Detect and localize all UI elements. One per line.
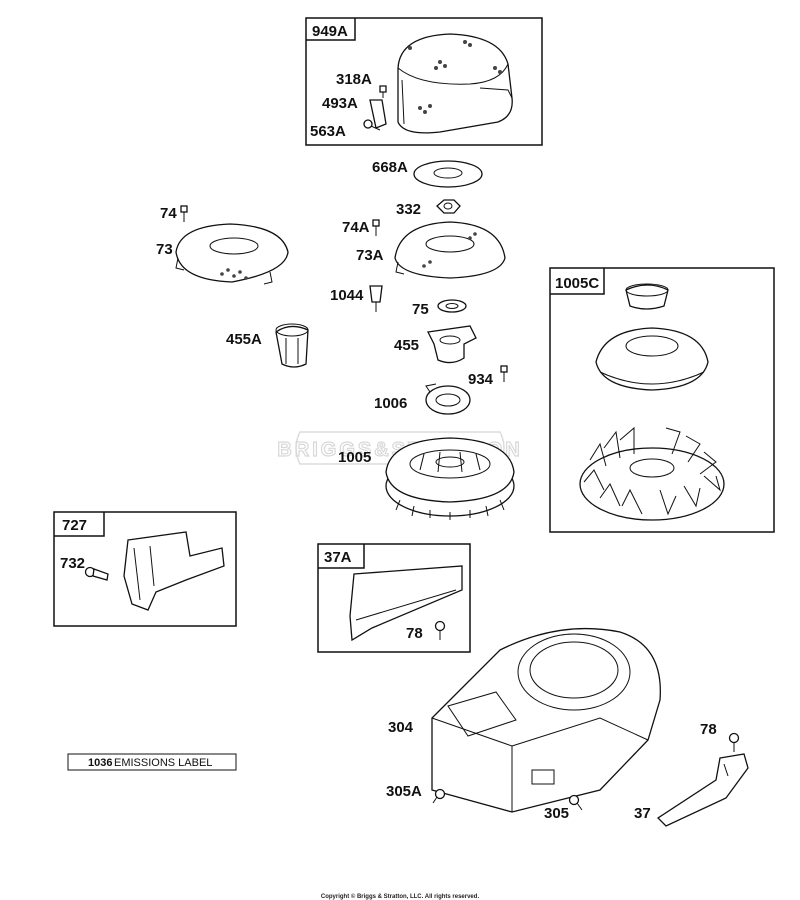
label-78-right: 78 xyxy=(700,721,717,738)
box-37a: 37A xyxy=(317,543,471,653)
label-455a: 455A xyxy=(226,331,262,348)
baffle-37 xyxy=(656,753,749,827)
bracket-493a xyxy=(369,99,387,129)
copyright: Copyright © Briggs & Stratton, LLC. All … xyxy=(321,893,480,900)
label-732: 732 xyxy=(60,555,85,572)
label-318a: 318A xyxy=(336,71,372,88)
box-1005c: 1005C xyxy=(549,267,775,533)
screw-318a xyxy=(379,85,387,98)
screw-934 xyxy=(500,365,508,382)
label-73a: 73A xyxy=(356,247,384,264)
box-label-1005c: 1005C xyxy=(555,275,599,292)
deflector-727 xyxy=(123,531,225,611)
screw-305 xyxy=(568,794,583,811)
box-727: 727 xyxy=(53,511,237,627)
screw-78-box xyxy=(434,620,446,640)
part-455 xyxy=(427,325,477,364)
blower-housing-304 xyxy=(431,627,661,813)
label-668a: 668A xyxy=(372,159,408,176)
part-455a xyxy=(275,323,309,368)
label-78-box: 78 xyxy=(406,625,423,642)
label-332: 332 xyxy=(396,201,421,218)
label-1006: 1006 xyxy=(374,395,407,412)
fan-1005c xyxy=(579,426,725,521)
label-1005: 1005 xyxy=(338,449,371,466)
cap-1005c xyxy=(625,283,669,310)
guard-73a xyxy=(394,221,506,279)
label-74: 74 xyxy=(160,205,177,222)
screw-563a xyxy=(363,119,381,131)
label-37: 37 xyxy=(634,805,651,822)
emissions-text: EMISSIONS LABEL xyxy=(114,757,212,769)
screw-732 xyxy=(84,566,109,581)
box-label-37a: 37A xyxy=(324,549,352,566)
label-493a: 493A xyxy=(322,95,358,112)
box-label-949a: 949A xyxy=(312,23,348,40)
emissions-label: 1036 EMISSIONS LABEL xyxy=(67,753,237,771)
label-73: 73 xyxy=(156,241,173,258)
label-934: 934 xyxy=(468,371,494,388)
emissions-number: 1036 xyxy=(88,757,112,769)
screw-305a xyxy=(432,788,446,804)
screw-78-right xyxy=(728,732,740,752)
label-305: 305 xyxy=(544,805,569,822)
label-304: 304 xyxy=(388,719,414,736)
screw-74 xyxy=(180,205,188,222)
screen-1005c xyxy=(595,327,709,391)
label-75: 75 xyxy=(412,301,429,318)
guard-73 xyxy=(175,223,289,285)
label-455: 455 xyxy=(394,337,419,354)
pin-1044 xyxy=(369,285,383,312)
baffle-37a xyxy=(349,565,463,642)
nut-332 xyxy=(436,199,461,214)
washer-75 xyxy=(437,299,467,313)
flywheel-1005 xyxy=(385,437,515,520)
part-1006 xyxy=(425,383,471,415)
label-74a: 74A xyxy=(342,219,370,236)
box-949a: 949A xyxy=(305,17,543,146)
part-668a xyxy=(413,160,483,188)
box-label-727: 727 xyxy=(62,517,87,534)
label-563a: 563A xyxy=(310,123,346,140)
label-1044: 1044 xyxy=(330,287,364,304)
label-305a: 305A xyxy=(386,783,422,800)
air-cleaner-cover xyxy=(397,33,513,134)
screw-74a xyxy=(372,219,380,236)
